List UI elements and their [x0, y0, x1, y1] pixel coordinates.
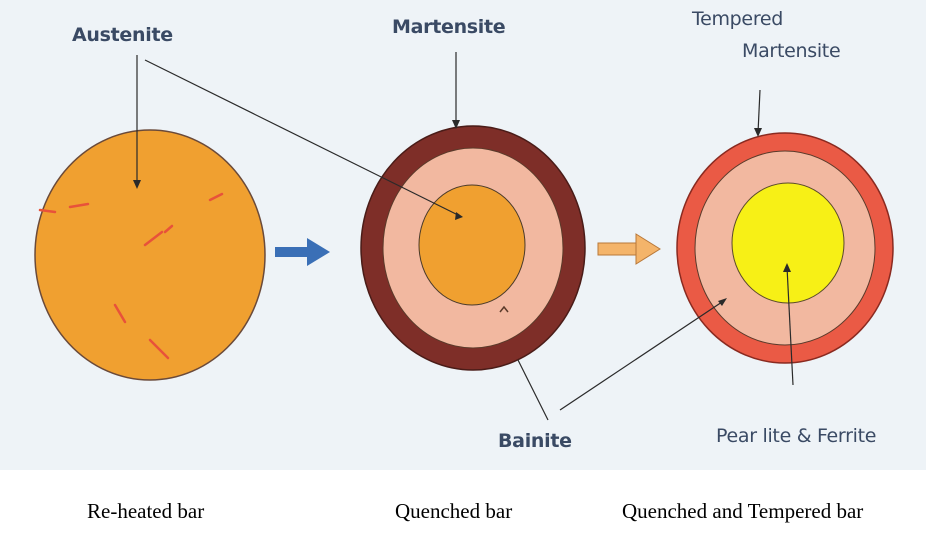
- tempered-label-line2: Martensite: [742, 40, 840, 62]
- pearlite-ferrite-label: Pear lite & Ferrite: [716, 425, 876, 447]
- caption-quenched-tempered-bar: Quenched and Tempered bar: [622, 499, 863, 524]
- quenched-bar: [361, 126, 585, 370]
- tempered-bar: [677, 133, 893, 363]
- diagram-area: Austenite Martensite Tempered Martensite…: [0, 0, 926, 470]
- microstructure-diagram: [0, 0, 926, 470]
- caption-reheated-bar: Re-heated bar: [87, 499, 204, 524]
- tempered-label-line1: Tempered: [692, 8, 783, 30]
- martensite-label: Martensite: [392, 16, 505, 38]
- austenite-label: Austenite: [72, 24, 173, 46]
- reheated-bar-circle: [35, 130, 265, 380]
- bainite-label: Bainite: [498, 430, 572, 452]
- blue-arrow: [275, 238, 330, 266]
- orange-arrow: [598, 234, 660, 264]
- caption-quenched-bar: Quenched bar: [395, 499, 512, 524]
